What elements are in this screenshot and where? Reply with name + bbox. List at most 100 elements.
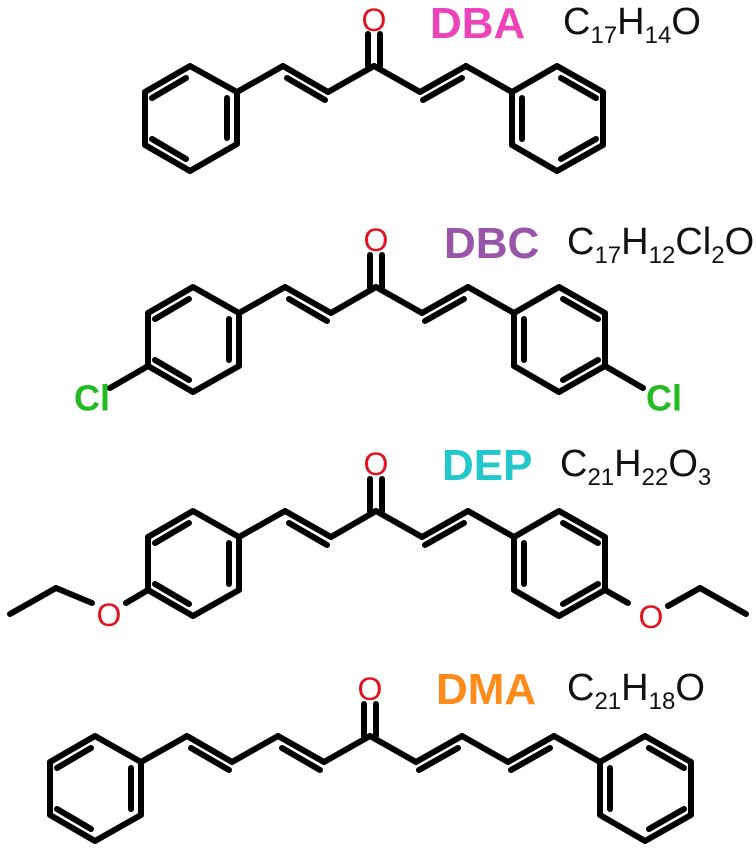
dep-right-c-o-bond [602, 587, 631, 606]
dma-chain-bond [413, 733, 465, 765]
dma-chain-bond [459, 733, 511, 765]
dma-chain-double-bond [188, 745, 232, 773]
dma-chain-bond [138, 733, 190, 765]
dba-right-benzene-ring [509, 63, 606, 174]
dba-chain-bond [280, 63, 331, 95]
formula-element: H [614, 443, 641, 485]
dbc-chain-bond [373, 284, 425, 316]
dma-left-ring-double-bond [54, 806, 94, 832]
dbc-right-ring-double-bond [560, 296, 601, 322]
dba-left-ring-double-bond [149, 136, 189, 162]
dma-right-benzene-ring [597, 733, 694, 844]
dep-chain-bond [373, 508, 425, 540]
formula-element: H [621, 221, 648, 263]
dma-chain-bond [229, 733, 281, 765]
formula-subscript: 22 [642, 464, 669, 491]
dbc-skeleton [107, 252, 646, 395]
dma-chain-bond [505, 733, 557, 765]
dep-left-ethyl-bond [7, 585, 59, 617]
dep-left-ring-double-bond [152, 581, 192, 607]
formula-element: Cl [675, 221, 711, 263]
dbc-chlorine-atom-right: Cl [646, 378, 682, 419]
dbc-chain-double-bond [286, 296, 330, 324]
dep-oxygen-atom: O [364, 446, 389, 482]
dba-chain-bond [371, 63, 423, 95]
formula-element: O [671, 1, 701, 43]
dep-left-benzene-ring [145, 508, 242, 619]
formula-subscript: 21 [594, 688, 621, 715]
dba-oxygen-atom: O [362, 2, 387, 38]
dma-chain-double-bond [508, 745, 553, 773]
dep-right-o-ch2-bond [665, 585, 703, 609]
dbc-chain-bond [465, 284, 517, 316]
dep-right-benzene-ring [511, 508, 608, 619]
formula-subscript: 3 [698, 464, 711, 491]
dep-ether-oxygen-right: O [639, 599, 664, 635]
formula-subscript: 21 [587, 464, 614, 491]
formula-element: C [563, 1, 590, 43]
dba-left-ring-double-bond [149, 75, 189, 101]
dba-chain-bond [463, 63, 515, 95]
dba-left-benzene-ring [142, 63, 240, 174]
dma-oxygen-atom: O [358, 671, 383, 707]
formula-subscript: 17 [590, 22, 617, 49]
dba-formula: C17H14O [563, 1, 701, 49]
dbc-chain-bond [236, 284, 288, 316]
dba-chain-double-bond [420, 75, 465, 103]
formula-element: C [567, 667, 594, 709]
dba-chain-bond [417, 63, 469, 95]
formula-element: C [560, 443, 587, 485]
formula-subscript: 14 [645, 22, 672, 49]
dma-chain-bond [275, 733, 327, 765]
dbc-chain-bond [328, 284, 379, 316]
dep-left-ring-double-bond [152, 520, 192, 546]
dep-right-ring-double-bond [560, 581, 601, 607]
dma-formula: C21H18O [567, 667, 705, 715]
dbc-left-c-cl-bond [107, 363, 151, 391]
formula-element: H [617, 1, 644, 43]
dba-right-ring-double-bond [558, 75, 599, 101]
dba-chain-bond [325, 63, 377, 95]
dma-skeleton [47, 701, 694, 844]
formula-element: O [668, 443, 698, 485]
dba-code-label: DBA [430, 0, 525, 48]
dbc-left-ring-double-bond [152, 296, 192, 322]
dma-right-ring-double-bond [646, 806, 687, 832]
formula-element: O [675, 667, 705, 709]
molecule-dba: O DBA C17H14O [142, 0, 701, 174]
formula-element: H [621, 667, 648, 709]
dbc-left-ring-double-bond [152, 357, 192, 383]
dbc-left-benzene-ring [145, 284, 242, 395]
dma-chain-bond [367, 733, 419, 765]
dep-left-c-o-bond [123, 587, 151, 606]
dbc-chain-bond [282, 284, 334, 316]
formula-subscript: 12 [649, 242, 676, 269]
dba-skeleton [142, 31, 606, 174]
dba-chain-double-bond [284, 75, 328, 103]
dep-right-ring-double-bond [560, 520, 601, 546]
dep-chain-bond [328, 508, 379, 540]
dep-chain-bond [236, 508, 288, 540]
dma-left-benzene-ring [47, 733, 144, 844]
dep-formula: C21H22O3 [560, 443, 711, 491]
formula-subscript: 18 [649, 688, 676, 715]
dbc-code-label: DBC [444, 219, 539, 268]
dep-chain-bond [465, 508, 517, 540]
dep-chain-double-bond [422, 520, 467, 548]
dbc-oxygen-atom: O [364, 222, 389, 258]
formula-element: O [725, 221, 755, 263]
dep-right-ethyl-bond [697, 585, 749, 617]
dma-chain-bond [321, 733, 373, 765]
dma-chain-double-bond [416, 745, 461, 773]
formula-subscript: 2 [711, 242, 724, 269]
dep-chain-bond [419, 508, 471, 540]
dbc-chlorine-atom-left: Cl [74, 378, 110, 419]
dma-right-ring-double-bond [646, 745, 687, 771]
formula-element: C [567, 221, 594, 263]
dep-ether-oxygen-left: O [97, 597, 122, 633]
dbc-right-c-cl-bond [602, 363, 646, 391]
dbc-right-ring-double-bond [560, 357, 601, 383]
dep-skeleton [7, 476, 749, 619]
dma-chain-double-bond [279, 745, 323, 773]
